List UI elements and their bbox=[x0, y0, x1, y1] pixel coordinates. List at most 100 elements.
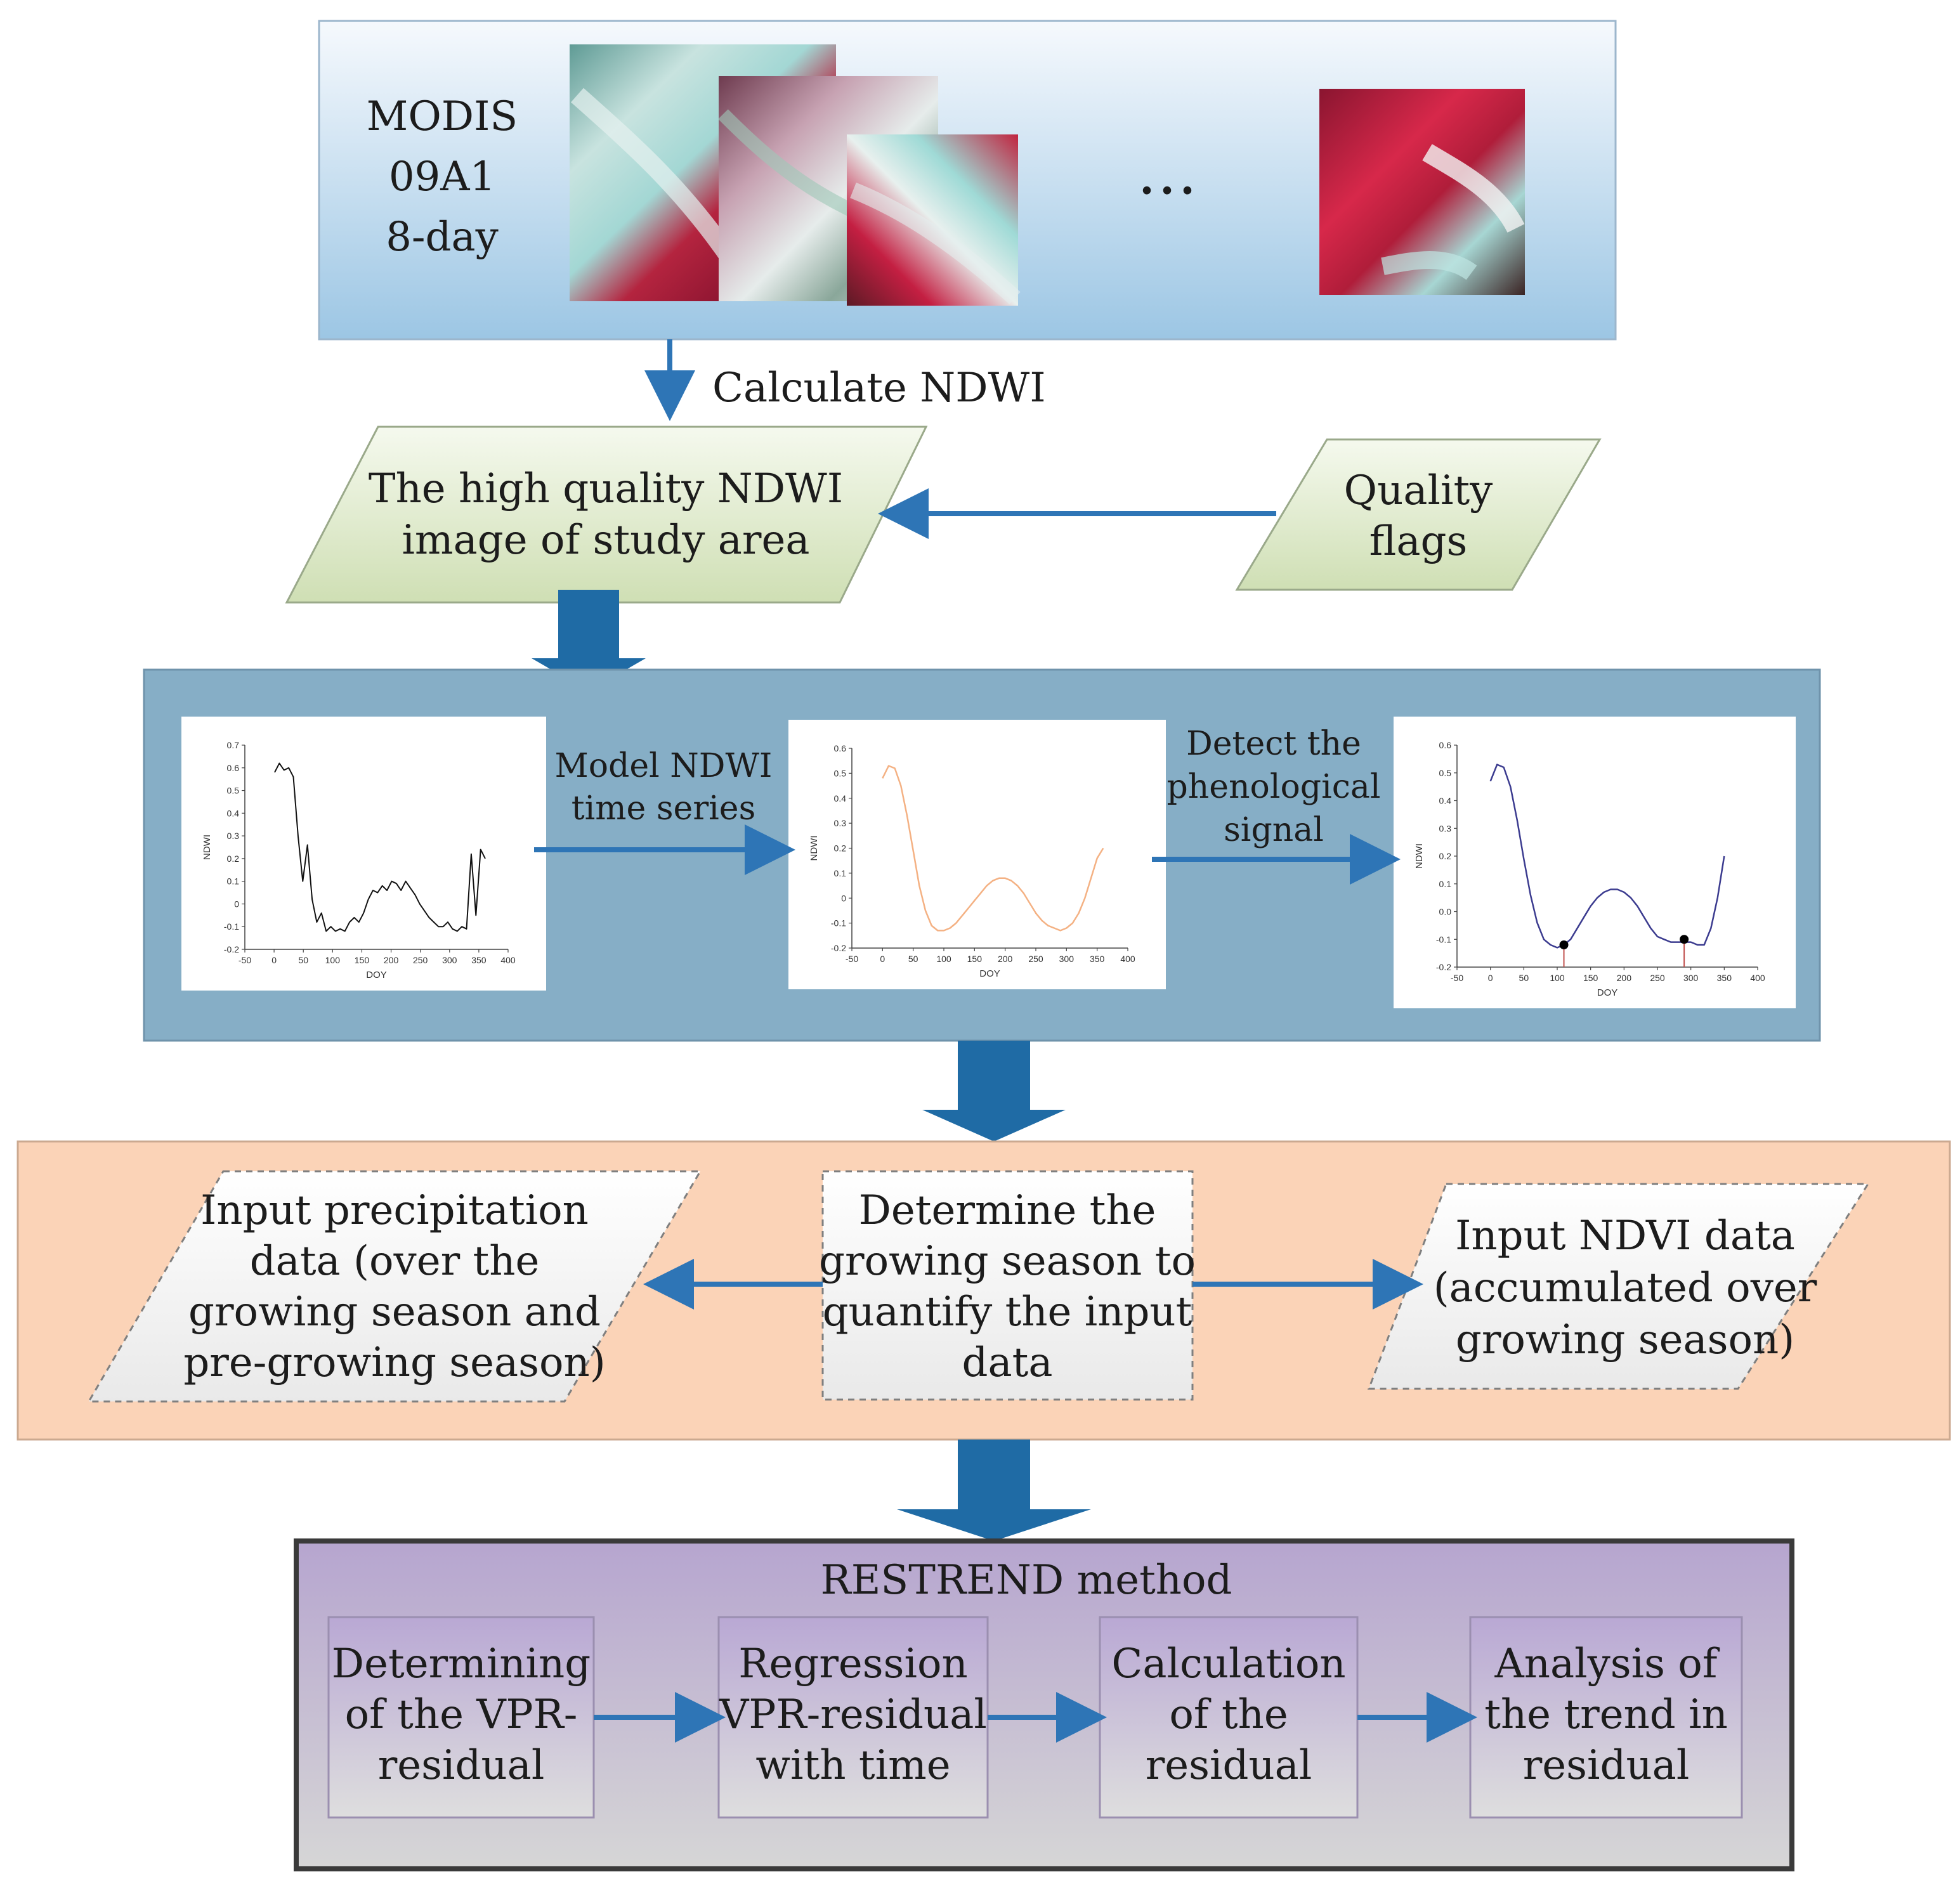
x-tick-label: 200 bbox=[384, 955, 399, 965]
restrend-step-2-line-3: with time bbox=[755, 1742, 950, 1789]
y-axis-label: NDWI bbox=[1414, 843, 1425, 869]
y-tick-label: 0.4 bbox=[227, 808, 240, 818]
x-tick-label: 400 bbox=[1750, 973, 1765, 983]
precipitation-line-4: pre-growing season) bbox=[183, 1339, 605, 1386]
x-tick-label: 150 bbox=[967, 954, 983, 964]
ndwi-image-box: The high quality NDWI image of study are… bbox=[285, 426, 928, 604]
restrend-step-1: Determining of the VPR- residual bbox=[327, 1616, 595, 1819]
x-tick-label: 100 bbox=[1550, 973, 1565, 983]
y-tick-label: -0.2 bbox=[1436, 962, 1451, 972]
y-tick-label: 0.5 bbox=[227, 786, 240, 796]
restrend-step-1-line-3: residual bbox=[378, 1742, 545, 1789]
growing-season-line-1: Determine the bbox=[859, 1187, 1156, 1234]
growing-season-line-4: data bbox=[962, 1339, 1053, 1386]
y-tick-label: 0.1 bbox=[834, 868, 847, 878]
restrend-title: RESTREND method bbox=[821, 1557, 1232, 1604]
detect-step-line-1: Detect the bbox=[1186, 725, 1361, 763]
y-tick-label: 0.3 bbox=[1439, 823, 1452, 833]
x-tick-label: 200 bbox=[998, 954, 1013, 964]
x-tick-label: 50 bbox=[1519, 973, 1529, 983]
x-tick-label: 0 bbox=[271, 955, 277, 965]
x-tick-label: 50 bbox=[298, 955, 308, 965]
quality-flags-line-2: flags bbox=[1369, 518, 1468, 565]
y-tick-label: -0.1 bbox=[831, 918, 846, 928]
time-series-panel: -50 0 50 100 150 200 250 300 350 400 -0.2 -0.1 0 0.1 0… bbox=[143, 668, 1821, 1042]
restrend-step-3-line-1: Calculation bbox=[1111, 1641, 1345, 1687]
ndvi-input-line-2: (accumulated over bbox=[1434, 1265, 1817, 1311]
x-tick-label: 400 bbox=[1120, 954, 1135, 964]
satellite-image-stack bbox=[570, 44, 1021, 306]
big-arrow-1 bbox=[532, 590, 646, 691]
restrend-step-1-line-1: Determining bbox=[332, 1641, 591, 1687]
precipitation-line-2: data (over the bbox=[250, 1238, 540, 1285]
series-line-raw bbox=[274, 762, 486, 932]
quality-flags-box: Quality flags bbox=[1235, 438, 1602, 591]
y-tick-label: 0.3 bbox=[834, 818, 847, 828]
restrend-step-4-line-2: the trend in bbox=[1484, 1691, 1728, 1738]
x-tick-label: 350 bbox=[471, 955, 487, 965]
x-tick-label: 300 bbox=[1683, 973, 1699, 983]
x-tick-label: 250 bbox=[413, 955, 428, 965]
phenology-marker-point bbox=[1559, 940, 1569, 949]
x-tick-label: 350 bbox=[1717, 973, 1732, 983]
growing-season-line-2: growing season to bbox=[819, 1238, 1196, 1285]
x-tick-label: 300 bbox=[1059, 954, 1075, 964]
y-tick-label: 0.5 bbox=[834, 768, 847, 778]
y-tick-label: 0 bbox=[234, 899, 239, 909]
y-tick-label: 0.4 bbox=[834, 793, 847, 803]
x-tick-label: -50 bbox=[1451, 973, 1463, 983]
x-tick-label: 0 bbox=[880, 954, 885, 964]
y-tick-label: 0.7 bbox=[227, 740, 240, 750]
x-tick-label: 250 bbox=[1650, 973, 1665, 983]
restrend-step-2-line-2: VPR-residual bbox=[719, 1691, 987, 1738]
x-axis-label: DOY bbox=[979, 968, 1000, 979]
phenology-marker-point bbox=[1680, 935, 1689, 944]
big-arrow-3 bbox=[897, 1440, 1091, 1541]
x-tick-label: 0 bbox=[1488, 973, 1493, 983]
y-tick-label: 0.6 bbox=[1439, 740, 1452, 750]
precipitation-line-3: growing season and bbox=[188, 1289, 601, 1336]
y-tick-label: 0.2 bbox=[834, 843, 847, 854]
y-tick-label: 0.1 bbox=[1439, 879, 1452, 889]
restrend-step-2: Regression VPR-residual with time bbox=[717, 1616, 989, 1819]
x-tick-label: 100 bbox=[325, 955, 341, 965]
precipitation-line-1: Input precipitation bbox=[200, 1187, 589, 1234]
y-tick-label: 0.2 bbox=[1439, 851, 1452, 861]
detect-step-line-2: phenological bbox=[1167, 768, 1381, 806]
restrend-step-1-line-2: of the VPR- bbox=[345, 1691, 578, 1738]
y-tick-label: 0.0 bbox=[1439, 907, 1452, 917]
restrend-step-3-line-3: residual bbox=[1146, 1742, 1312, 1789]
y-tick-label: 0.3 bbox=[227, 831, 240, 841]
x-tick-label: 100 bbox=[936, 954, 951, 964]
y-tick-label: 0.2 bbox=[227, 854, 240, 864]
modis-ellipsis: … bbox=[1137, 137, 1198, 208]
restrend-panel: RESTREND method Determining of the VPR- … bbox=[294, 1538, 1794, 1871]
x-tick-label: -50 bbox=[846, 954, 858, 964]
y-tick-label: 0.6 bbox=[834, 743, 847, 753]
restrend-step-3: Calculation of the residual bbox=[1099, 1616, 1359, 1819]
y-tick-label: 0.4 bbox=[1439, 796, 1452, 806]
x-tick-label: 150 bbox=[355, 955, 370, 965]
y-tick-label: -0.1 bbox=[224, 921, 239, 932]
detect-step-line-3: signal bbox=[1224, 811, 1324, 849]
y-tick-label: -0.1 bbox=[1436, 934, 1451, 944]
big-arrow-2 bbox=[922, 1041, 1066, 1141]
ndvi-input-box: Input NDVI data (accumulated over growin… bbox=[1367, 1183, 1870, 1390]
restrend-step-3-line-2: of the bbox=[1169, 1691, 1288, 1738]
y-tick-label: -0.2 bbox=[831, 943, 846, 953]
x-tick-label: 300 bbox=[442, 955, 457, 965]
restrend-step-2-line-1: Regression bbox=[738, 1641, 967, 1687]
y-axis-label: NDWI bbox=[809, 836, 820, 861]
x-axis-label: DOY bbox=[366, 970, 387, 980]
modis-label-3: 8-day bbox=[386, 214, 499, 261]
ndvi-input-line-1: Input NDVI data bbox=[1455, 1213, 1795, 1259]
modis-box: MODIS 09A1 8-day … bbox=[318, 20, 1617, 341]
x-tick-label: 50 bbox=[908, 954, 918, 964]
ndwi-image-line-2: image of study area bbox=[402, 517, 809, 564]
